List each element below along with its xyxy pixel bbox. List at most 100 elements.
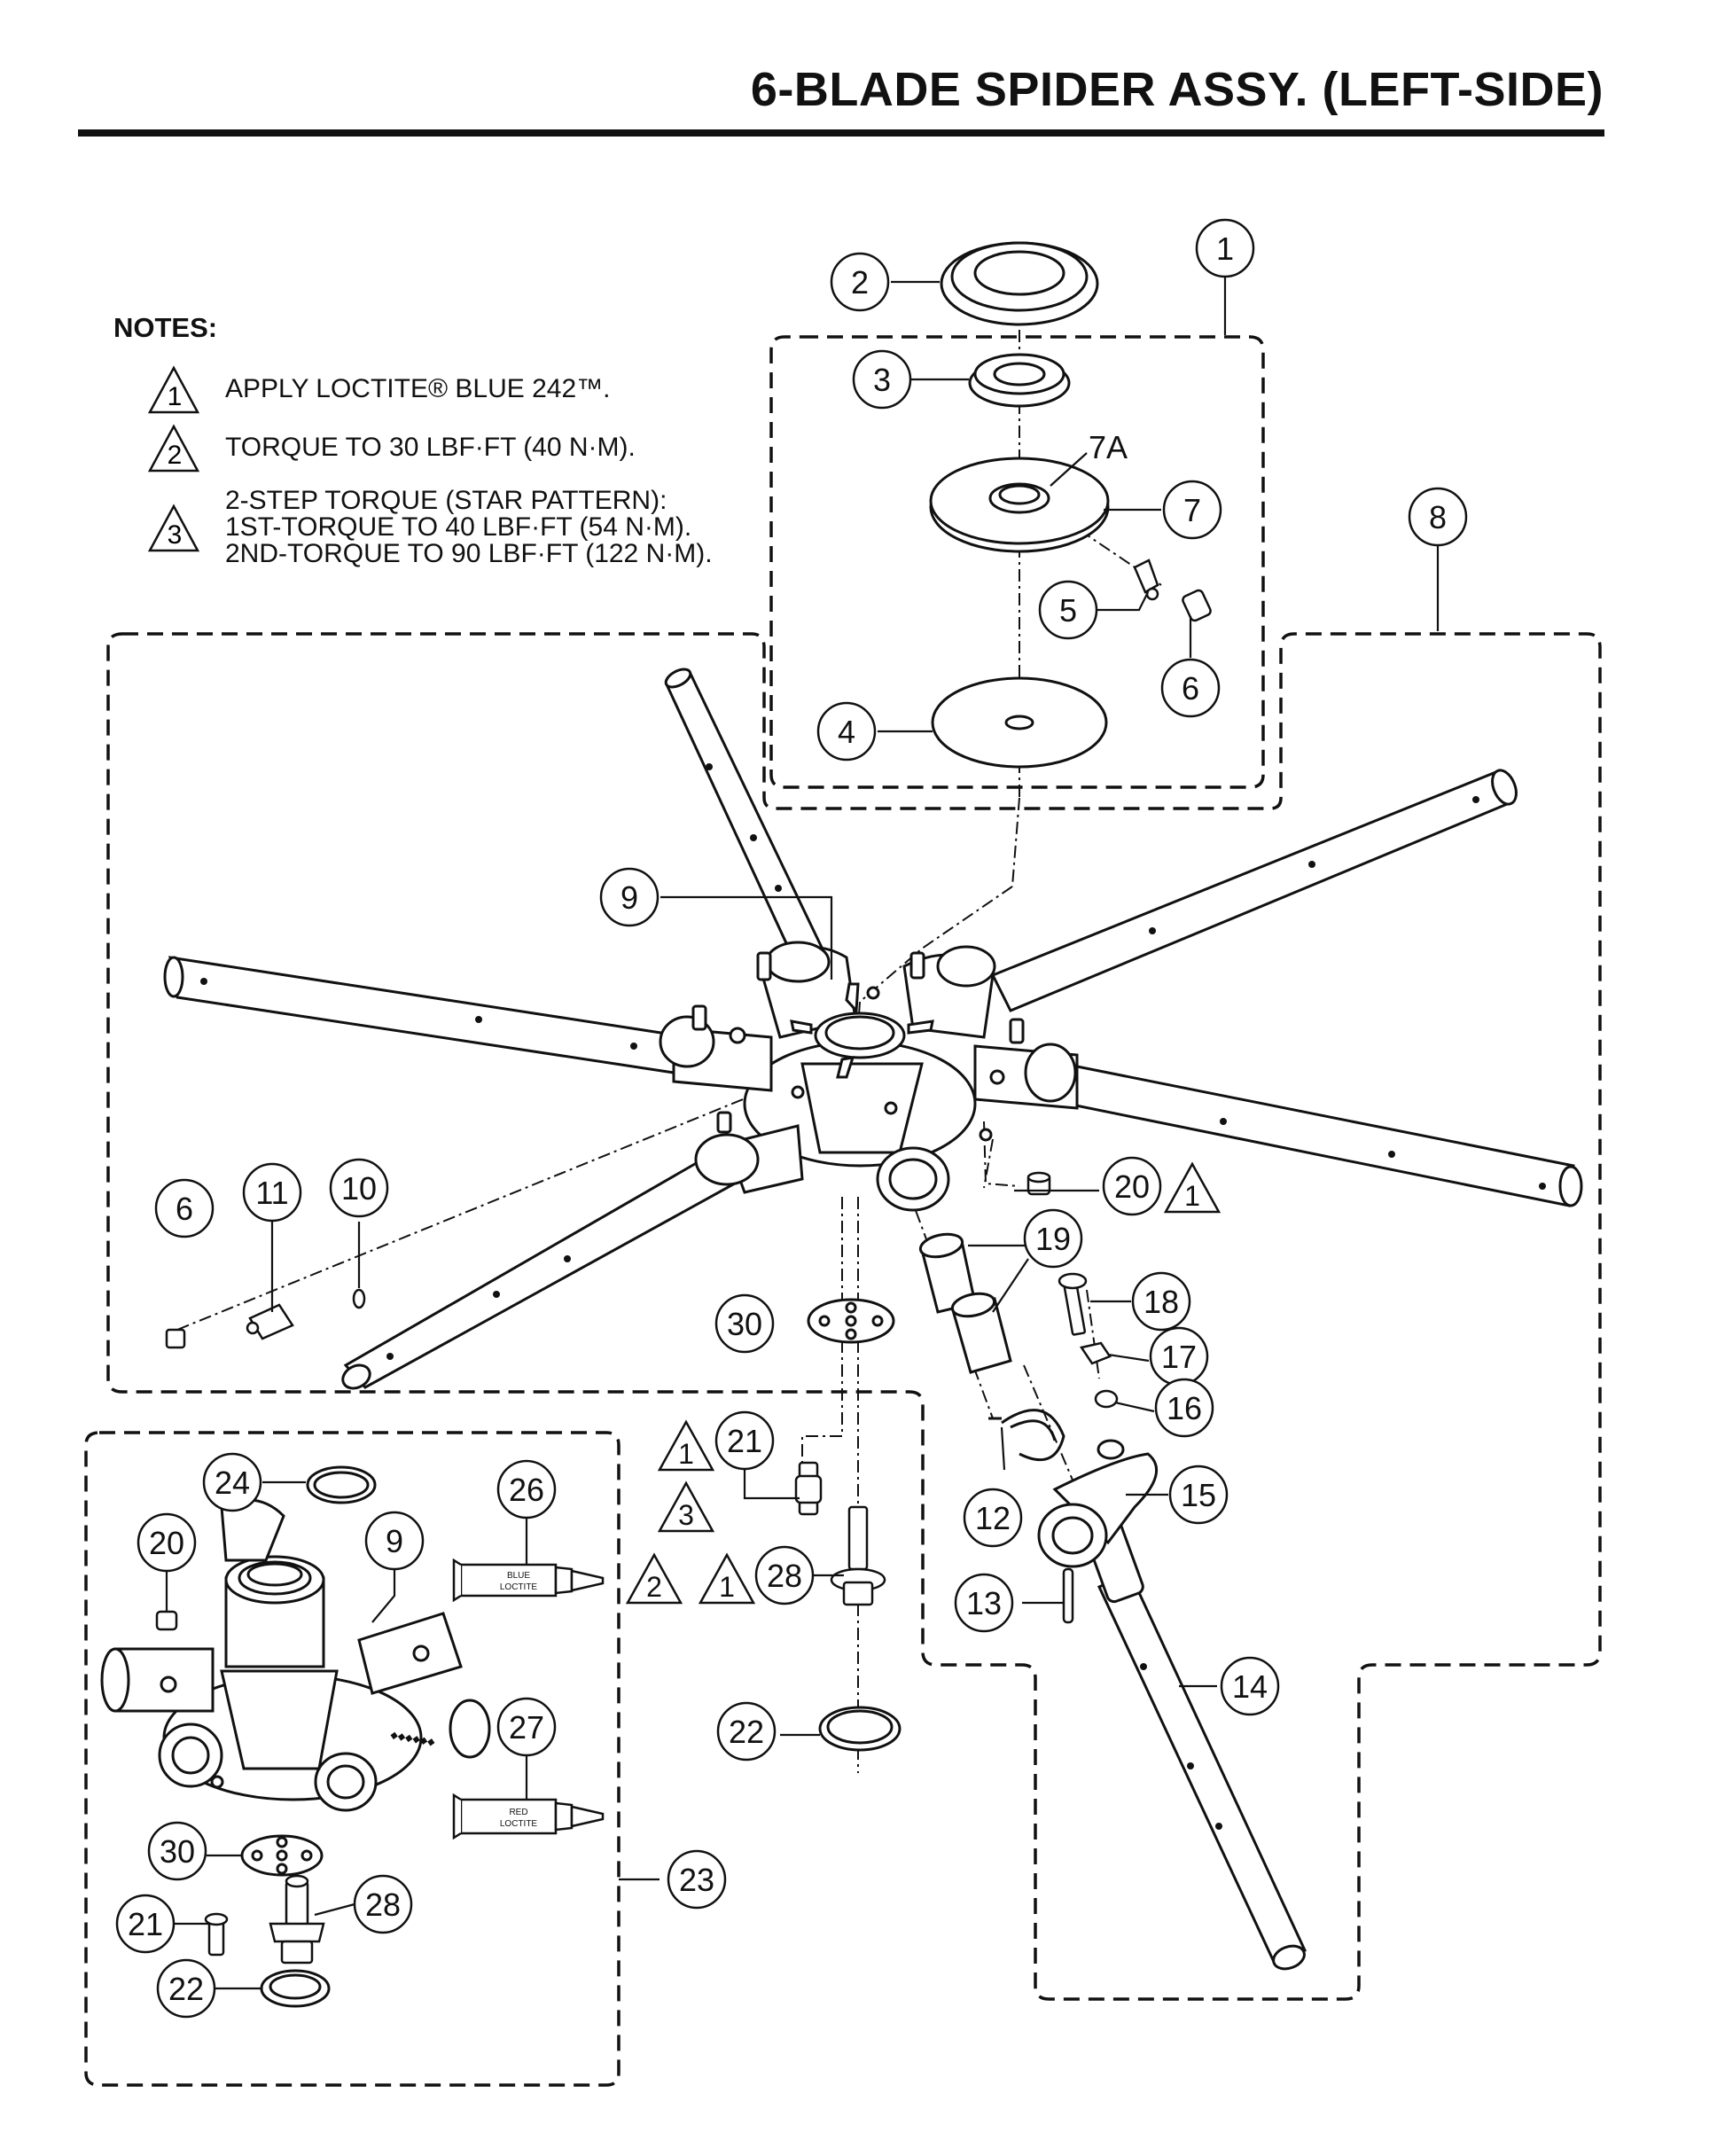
svg-text:6: 6	[176, 1191, 193, 1227]
part-13-pin	[1062, 1567, 1074, 1624]
callout-5: 5	[1038, 580, 1098, 640]
svg-text:12: 12	[975, 1500, 1011, 1536]
page-title: 6-BLADE SPIDER ASSY. (LEFT-SIDE)	[750, 63, 1604, 116]
svg-text:10: 10	[341, 1170, 377, 1207]
part-28-flange-bolt	[830, 1505, 886, 1606]
svg-text:7: 7	[1183, 492, 1201, 528]
callout-7a: 7A	[1089, 429, 1128, 465]
svg-text:3: 3	[873, 362, 891, 398]
callouts: 1 2 3 7A 7 8 5 6 4 9 6 11 10 20 19 18 30…	[115, 218, 1468, 2019]
blue-tube-label-1: BLUE	[507, 1571, 530, 1581]
part-30-plate	[807, 1298, 895, 1344]
group-box-8	[106, 632, 1602, 2001]
part-19-bushings	[918, 1232, 1012, 1374]
note-3-triangle-icon: 3	[147, 504, 200, 552]
callout-6-upper: 6	[1160, 658, 1221, 718]
part-20-set-screw	[1026, 1171, 1051, 1196]
note-3-line-1: 2-STEP TORQUE (STAR PATTERN):	[225, 486, 667, 515]
callout-11: 11	[242, 1162, 302, 1223]
callout-30-kit: 30	[147, 1821, 207, 1881]
part-6-cap-upper	[1182, 589, 1212, 622]
callout-22-kit: 22	[156, 1958, 216, 2019]
note-3-number: 3	[168, 520, 183, 550]
note-1-number: 1	[168, 382, 183, 411]
flag-20-note-1: 1	[1163, 1161, 1222, 1214]
callout-21-kit: 21	[115, 1894, 176, 1954]
part-22-o-ring-kit	[260, 1969, 331, 2008]
note-3-line-2: 1ST-TORQUE TO 40 LBF·FT (54 N·M).	[225, 512, 692, 542]
svg-text:5: 5	[1059, 592, 1077, 629]
part-9-hub-kit: ◆◆◆◆◆◆	[100, 1498, 491, 1812]
note-2: 2 TORQUE TO 30 LBF·FT (40 N·M).	[113, 424, 876, 482]
part-7-top-plate	[929, 457, 1110, 553]
callout-13: 13	[954, 1573, 1014, 1633]
note-2-number: 2	[168, 441, 183, 470]
part-16-washer	[1094, 1389, 1119, 1409]
part-5-grease-fitting	[1133, 559, 1159, 601]
note-3-text: 2-STEP TORQUE (STAR PATTERN): 1ST-TORQUE…	[225, 488, 713, 567]
note-1-text: APPLY LOCTITE® BLUE 242™.	[225, 374, 611, 403]
note-1: 1 APPLY LOCTITE® BLUE 242™.	[113, 365, 876, 424]
leader-lines	[165, 277, 1440, 1990]
svg-text:18: 18	[1143, 1284, 1179, 1320]
callout-9-kit: 9	[364, 1511, 425, 1571]
svg-text:1: 1	[1184, 1180, 1200, 1212]
callout-15: 15	[1168, 1465, 1229, 1525]
svg-text:17: 17	[1161, 1339, 1197, 1375]
part-24-o-ring	[306, 1465, 377, 1504]
callout-19: 19	[1023, 1208, 1083, 1269]
note-1-triangle-icon: 1	[147, 365, 200, 414]
note-flags: 1 1 3 2 1	[625, 1161, 1222, 1605]
callout-8: 8	[1408, 487, 1468, 547]
red-tube-label-1: RED	[509, 1808, 527, 1817]
notes-heading: NOTES:	[113, 312, 218, 343]
part-21-screw	[794, 1461, 823, 1516]
spider-arms	[163, 668, 1583, 1971]
svg-text:11: 11	[255, 1175, 288, 1211]
svg-text:9: 9	[386, 1523, 403, 1559]
svg-text:24: 24	[215, 1465, 250, 1501]
part-30-plate-kit	[240, 1834, 324, 1877]
callout-20-upper: 20	[1102, 1156, 1162, 1216]
callout-1: 1	[1195, 218, 1255, 278]
svg-text:2: 2	[646, 1571, 662, 1603]
note-3-line-3: 2ND-TORQUE TO 90 LBF·FT (122 N·M).	[225, 539, 713, 568]
notes-section: NOTES: 1 APPLY LOCTITE® BLUE 242™. 2 TOR…	[113, 312, 876, 589]
blue-tube-label-2: LOCTITE	[500, 1582, 538, 1592]
flag-28-note-2: 2	[625, 1552, 683, 1605]
svg-text:28: 28	[365, 1886, 401, 1923]
svg-text:15: 15	[1181, 1477, 1216, 1513]
part-3-bearing	[968, 353, 1071, 408]
flag-28-note-1: 1	[698, 1552, 756, 1605]
arm-left	[168, 956, 680, 1074]
callout-22-upper: 22	[716, 1701, 777, 1762]
callout-9-upper: 9	[599, 867, 660, 927]
svg-text:19: 19	[1035, 1221, 1071, 1257]
svg-text:26: 26	[509, 1472, 544, 1508]
svg-text:13: 13	[966, 1585, 1002, 1621]
svg-text:22: 22	[729, 1714, 764, 1750]
red-tube-label-2: LOCTITE	[500, 1819, 538, 1829]
part-27-red-loctite-tube: RED LOCTITE	[452, 1793, 605, 1840]
svg-text:30: 30	[727, 1306, 762, 1342]
callout-23: 23	[667, 1849, 727, 1910]
part-15-clamp	[1037, 1439, 1158, 1568]
note-2-text: TORQUE TO 30 LBF·FT (40 N·M).	[225, 433, 636, 462]
svg-text:1: 1	[719, 1571, 735, 1603]
svg-text:22: 22	[168, 1971, 204, 2007]
svg-text:23: 23	[679, 1862, 714, 1898]
svg-text:6: 6	[1182, 670, 1199, 707]
note-3: 3 2-STEP TORQUE (STAR PATTERN): 1ST-TORQ…	[113, 482, 876, 589]
group-box-23	[84, 1431, 621, 2087]
group-box-1	[769, 335, 1265, 789]
part-4-shim-disc	[931, 676, 1108, 769]
callout-17: 17	[1149, 1326, 1209, 1387]
callout-10: 10	[329, 1158, 389, 1218]
part-20-set-screw-kit	[155, 1610, 178, 1631]
svg-text:8: 8	[1429, 499, 1447, 535]
part-12-spring	[988, 1409, 1065, 1462]
part-14-blade-arm	[1097, 1572, 1307, 1965]
callout-24: 24	[202, 1452, 262, 1512]
title-rule	[78, 129, 1604, 137]
